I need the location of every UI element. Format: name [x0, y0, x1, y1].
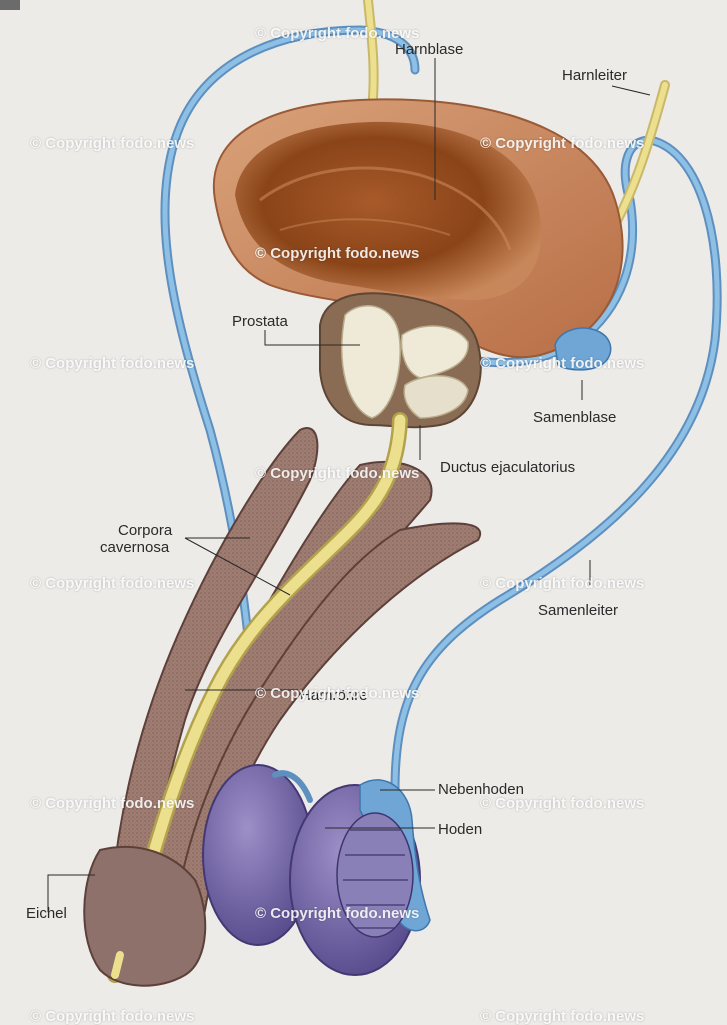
label-harnroehre: Harnröhre	[300, 687, 368, 704]
label-harnblase: Harnblase	[395, 41, 464, 58]
watermark: © Copyright fodo.news	[480, 575, 645, 592]
corner-mark	[0, 0, 20, 10]
watermark: © Copyright fodo.news	[480, 1008, 645, 1025]
label-eichel: Eichel	[26, 905, 67, 922]
bladder-inner	[235, 121, 542, 300]
label-samenblase: Samenblase	[533, 409, 617, 426]
watermark: © Copyright fodo.news	[480, 795, 645, 812]
label-hoden: Hoden	[438, 821, 483, 838]
watermark: © Copyright fodo.news	[30, 355, 195, 372]
label-ductus-ejaculatorius: Ductus ejaculatorius	[440, 459, 576, 476]
watermark: © Copyright fodo.news	[255, 905, 420, 922]
label-nebenhoden: Nebenhoden	[438, 781, 524, 798]
watermark: © Copyright fodo.news	[30, 795, 195, 812]
seminal-vesicle	[554, 327, 612, 371]
watermark: © Copyright fodo.news	[30, 135, 195, 152]
watermark: © Copyright fodo.news	[480, 135, 645, 152]
label-corpora-line2: cavernosa	[100, 539, 170, 556]
label-prostata: Prostata	[232, 313, 288, 330]
watermark: © Copyright fodo.news	[255, 25, 420, 42]
corpus-3	[173, 522, 482, 935]
watermark: © Copyright fodo.news	[255, 685, 420, 702]
testis-left-connector	[272, 770, 313, 803]
watermark: © Copyright fodo.news	[255, 245, 420, 262]
label-harnleiter: Harnleiter	[562, 67, 628, 84]
label-samenleiter: Samenleiter	[538, 602, 619, 619]
glans	[83, 845, 207, 987]
watermark: © Copyright fodo.news	[480, 355, 645, 372]
watermark: © Copyright fodo.news	[30, 575, 195, 592]
label-corpora-line1: Corpora	[118, 522, 173, 539]
leader-lines	[47, 58, 651, 912]
watermark: © Copyright fodo.news	[255, 465, 420, 482]
watermark: © Copyright fodo.news	[30, 1008, 195, 1025]
